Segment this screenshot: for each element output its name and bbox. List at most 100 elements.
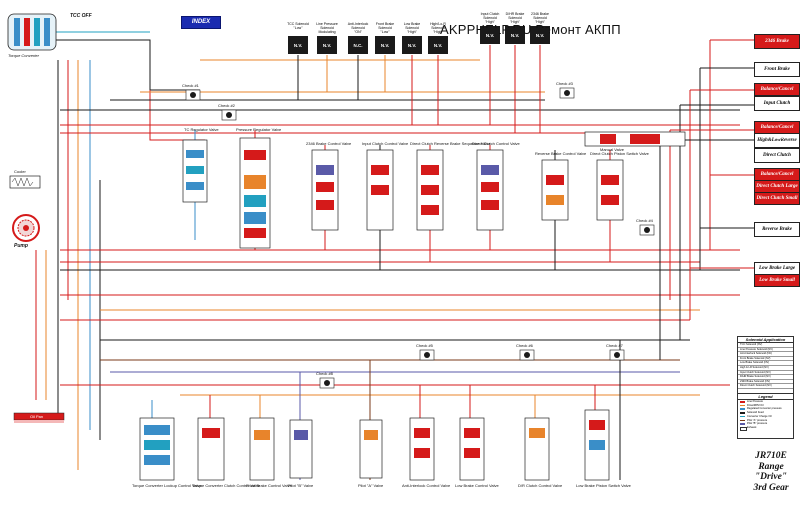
solenoid-9-label: 2346 Brake Solenoid"High": [531, 12, 549, 24]
valve-label-dc-control: Direct Clutch Control Valve: [472, 141, 520, 146]
solenoid-2-code: N.V.: [318, 38, 336, 53]
apply-reverse-brake: Reverse Brake: [754, 222, 800, 237]
solenoid-7-label: Input Clutch Solenoid"High": [480, 12, 500, 24]
solenoid-row: Line Pressure Solenoid (NV): [738, 348, 793, 353]
apply-2346-brake: 2346 Brake: [754, 34, 800, 49]
legend-row: Solenoid Feed: [738, 411, 793, 415]
check-label-1: Check #1: [182, 83, 199, 88]
solenoid-8-code: N.V.: [506, 28, 524, 43]
apply-low-brake-small: Low Brake Small cavity: [754, 274, 800, 294]
solenoid-application-table: Solenoid Application TCC Solenoid (NV) L…: [737, 336, 794, 394]
apply-front-brake: Front Brake: [754, 62, 800, 77]
solenoid-5-label: Low Brake Solenoid"High": [403, 22, 421, 34]
legend-row: Line Pressure: [738, 400, 793, 404]
solenoid-8-label: D/HR Brake Solenoid"High": [505, 12, 525, 24]
tcc-state-label: TCC OFF: [70, 13, 92, 19]
solenoid-3-label: Anti-Interlock Solenoid"ON": [347, 22, 369, 34]
legend-swatch: [740, 404, 745, 407]
valve-label-pilot-a: Pilot "A" Valve: [358, 483, 384, 488]
solenoid-row: 2346 Brake Solenoid (NV): [738, 380, 793, 385]
valve-label-pilot-b: Pilot "B" Valve: [288, 483, 314, 488]
valve-label-tcc-control: Torque Converter Clutch Control Valve: [192, 483, 261, 488]
apply-direct-clutch: Direct Clutch: [754, 148, 800, 163]
solenoid-row: High & LR Solenoid (NV): [738, 366, 793, 371]
cooler-label: Cooler: [14, 169, 26, 174]
lower-valves: [139, 409, 610, 481]
pump: [12, 214, 40, 242]
valve-label-manual: Manual Valve: [600, 147, 624, 152]
valve-label-input-clutch: Input Clutch Control Valve: [362, 141, 409, 146]
torque-converter-label: Torque Converter: [8, 53, 39, 58]
solenoid-row: Input Clutch Solenoid (NV): [738, 371, 793, 376]
solenoid-4-label: Front Brake Solenoid"Low": [375, 22, 395, 34]
valve-label-dr-clutch: D/R Clutch Control Valve: [518, 483, 563, 488]
legend-swatch: [740, 423, 745, 425]
legend-row: Pilot "B" pressure: [738, 422, 793, 426]
solenoid-row: TCC Solenoid (NV): [738, 343, 793, 348]
apply-direct-clutch-small: Direct Clutch Small cavity: [754, 192, 800, 212]
solenoid-6-code: N.V.: [429, 38, 447, 53]
legend-row: Exhaust: [738, 426, 793, 431]
valve-label-dc-rb-sequence: Direct Clutch Reverse Brake Sequence Val…: [410, 141, 491, 146]
legend-swatch: [740, 401, 745, 403]
apply-input-clutch: Input Clutch: [754, 96, 800, 111]
index-button[interactable]: INDEX: [181, 16, 221, 29]
oil-pan-label: Oil Pan: [30, 414, 44, 419]
valve-label-reverse-brake: Reverse Brake Control Valve: [535, 151, 587, 156]
solenoid-6-label: High/Lo-R Solenoid"High": [430, 22, 446, 34]
legend-swatch: [740, 426, 747, 431]
cooler: [9, 175, 41, 189]
range-gear: 3rd Gear: [753, 482, 789, 493]
solenoid-5-code: N.V.: [403, 38, 421, 53]
apply-balance-piston-2: Balance/Cancel Piston: [754, 121, 800, 141]
check-label-5: Check #5: [416, 343, 433, 348]
range-block: JR710E Range "Drive" 3rd Gear: [741, 451, 800, 493]
legend-swatch: [740, 419, 745, 422]
legend-swatch: [740, 408, 745, 410]
solenoid-9-code: N.V.: [531, 28, 549, 43]
range-mode: "Drive": [754, 472, 788, 482]
solenoid-1-code: N.V.: [289, 38, 307, 53]
legend-swatch: [740, 412, 745, 414]
solenoid-row: Low Brake Solenoid (NV): [738, 361, 793, 366]
solenoid-7-code: N.V.: [481, 28, 499, 43]
range-word: Range: [758, 461, 784, 472]
solenoid-row: Anti-Interlock Solenoid (NC): [738, 352, 793, 357]
check-label-3: Check #3: [556, 81, 573, 86]
check-label-4: Check #4: [636, 218, 653, 223]
check-label-8: Check #8: [316, 371, 333, 376]
valve-label-tc-regulator: TC Regulator Valve: [184, 127, 219, 132]
solenoid-row: Front Brake Solenoid (NV): [738, 357, 793, 362]
valve-label-pressure-regulator: Pressure Regulator Valve: [236, 127, 282, 132]
valve-label-low-brake-piston: Low Brake Piston Switch Valve: [576, 483, 631, 488]
solenoid-application-title: Solenoid Application: [738, 337, 793, 343]
torque-converter: [7, 13, 57, 51]
solenoid-4-code: N.V.: [376, 38, 394, 53]
legend-title: Legend: [738, 394, 793, 400]
legend-row: Pilot "A" pressure: [738, 419, 793, 423]
valve-label-dc-piston-switch: Direct Clutch Piston Switch Valve: [590, 151, 649, 156]
legend-row: Drive/RPM Oil: [738, 404, 793, 408]
oil-pan: [13, 412, 65, 423]
solenoid-3-code: N.C.: [349, 38, 367, 53]
legend: Legend Line Pressure Drive/RPM Oil Regul…: [737, 393, 794, 439]
valve-label-tc-lockup: Torque Converter Lockup Control Valve: [132, 483, 202, 488]
valve-label-anti-interlock: Anti-Interlock Control Valve: [402, 483, 451, 488]
range-model: JR710E: [755, 451, 787, 461]
valve-label-2346-brake: 2346 Brake Control Valve: [306, 141, 352, 146]
solenoid-1-label: TCC Solenoid"Low": [287, 22, 309, 30]
check-label-6: Check #6: [516, 343, 533, 348]
check-label-2: Check #2: [218, 103, 235, 108]
hydraulic-lines: [35, 31, 755, 480]
solenoid-row: D/HR Brake Solenoid (NV): [738, 375, 793, 380]
valve-label-low-brake: Low Brake Control Valve: [455, 483, 499, 488]
legend-swatch: [740, 415, 745, 418]
line-top-tc2: [56, 39, 200, 91]
pump-label: Pump: [14, 243, 28, 249]
check-balls: [185, 87, 655, 389]
apply-balance-piston-1: Balance/Cancel Piston: [754, 83, 800, 103]
legend-row: Converter Charge Oil: [738, 415, 793, 419]
legend-row: Regulated Converter pressure: [738, 407, 793, 411]
